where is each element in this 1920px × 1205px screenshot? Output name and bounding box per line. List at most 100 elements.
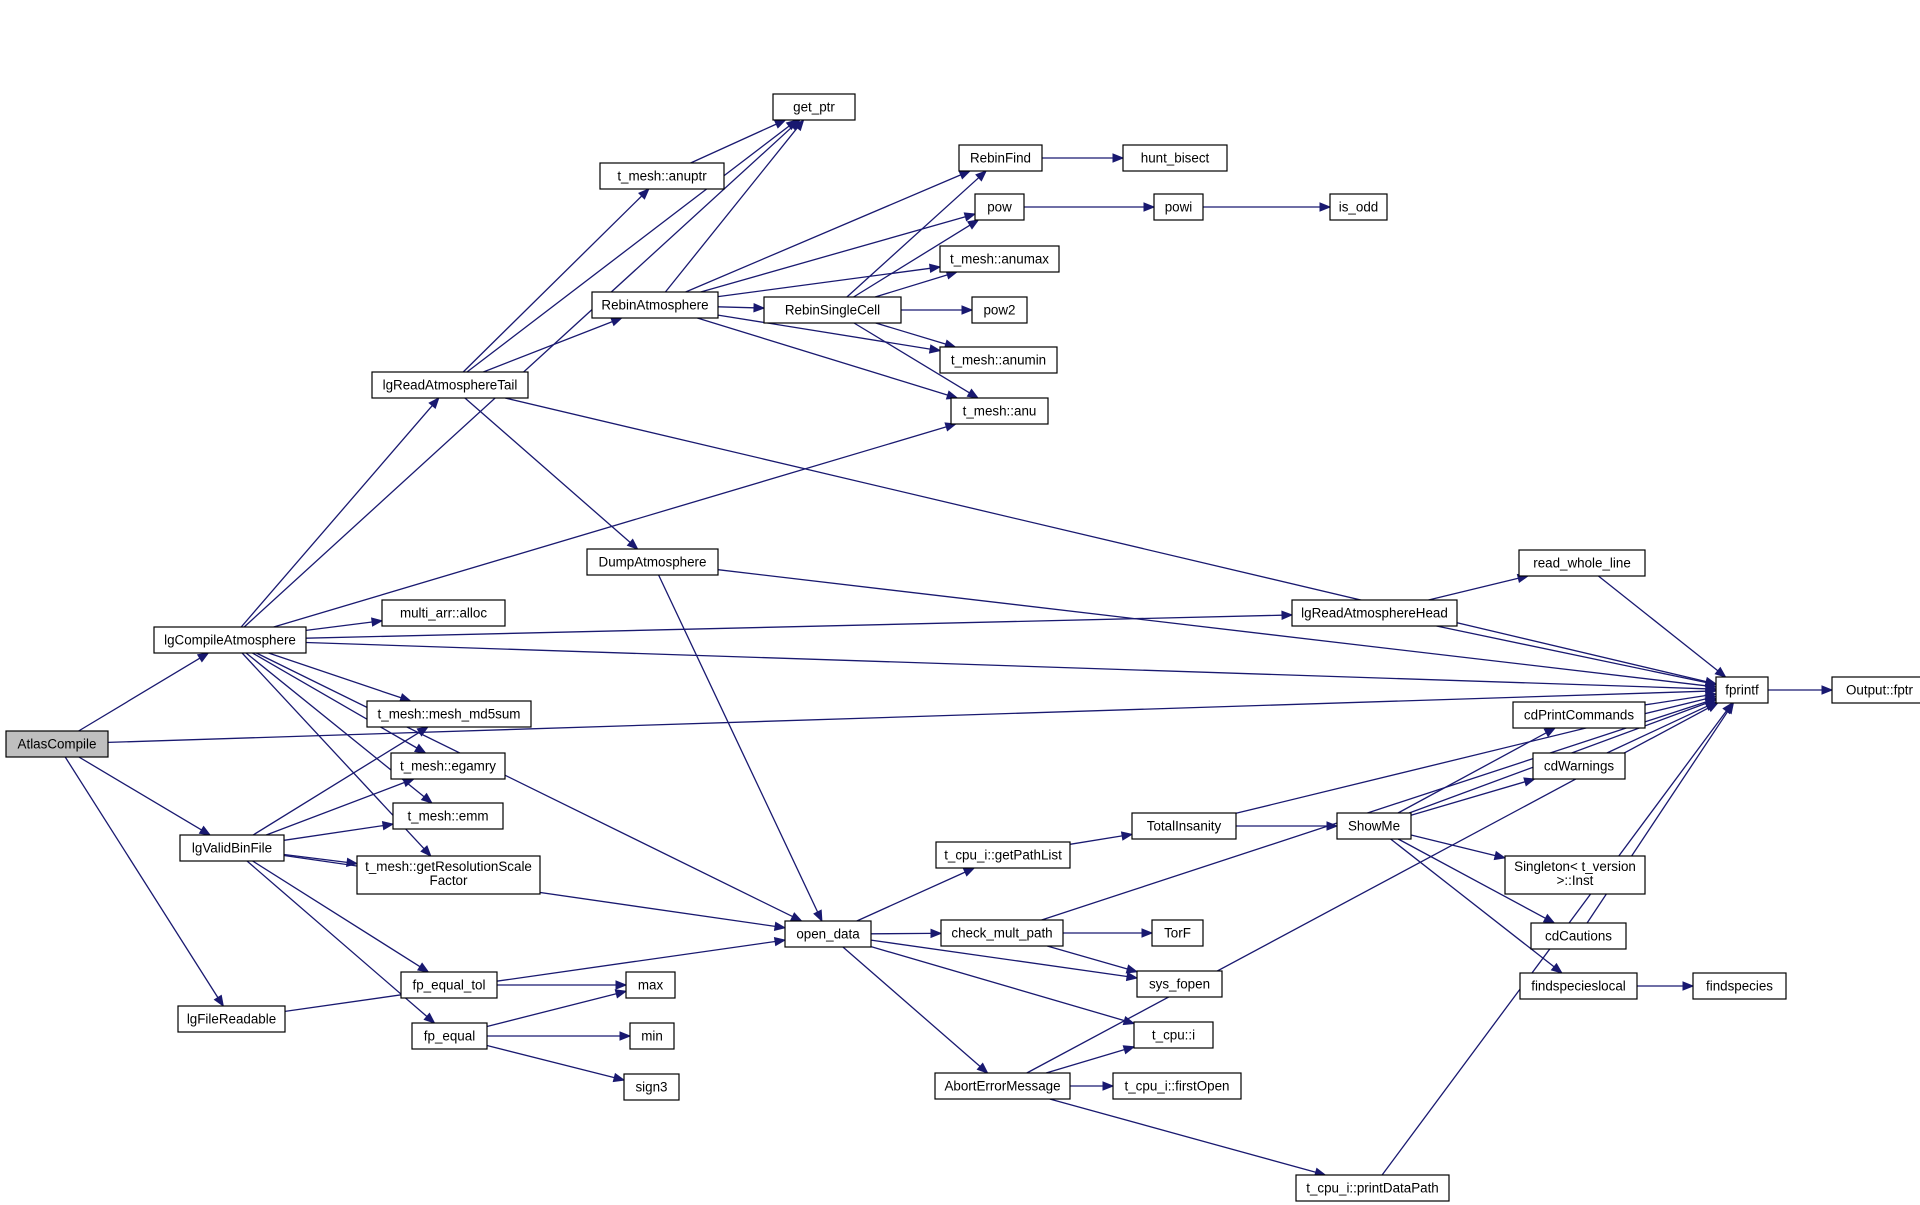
node-lgreadatmospheretail[interactable]: lgReadAtmosphereTail (371, 371, 529, 399)
node-pow2[interactable]: pow2 (971, 296, 1028, 324)
node-box (934, 1072, 1071, 1100)
node-anuptr[interactable]: t_mesh::anuptr (599, 162, 725, 190)
edge-fp-equal-to-sign3 (486, 1044, 626, 1083)
arrowhead-icon (381, 821, 395, 831)
node-anumin[interactable]: t_mesh::anumin (939, 346, 1058, 374)
arrowhead-icon (1122, 1045, 1136, 1055)
edge-line (256, 652, 793, 918)
node-box (1518, 549, 1646, 577)
edge-lgcompileatmosphere-to-md5 (268, 652, 412, 703)
node-label: t_cpu_i::getPathList (944, 848, 1062, 863)
node-open-data[interactable]: open_data (784, 920, 872, 948)
edge-line (1428, 577, 1519, 601)
node-cdprintcommands[interactable]: cdPrintCommands (1512, 701, 1646, 729)
arrowhead-icon (773, 921, 787, 931)
node-dumpatmosphere[interactable]: DumpAtmosphere (586, 548, 719, 576)
node-lgcompileatmosphere[interactable]: lgCompileAtmosphere (153, 626, 307, 654)
node-hunt-bisect[interactable]: hunt_bisect (1122, 144, 1228, 172)
node-label: cdCautions (1545, 929, 1612, 944)
node-min[interactable]: min (629, 1022, 675, 1050)
node-t-cpu-i[interactable]: t_cpu::i (1133, 1021, 1214, 1049)
edge-cdprintcommands-to-fprintf (1644, 690, 1718, 706)
arrowhead-icon (1704, 677, 1718, 688)
arrowhead-icon (420, 792, 433, 804)
node-read-whole-line[interactable]: read_whole_line (1518, 549, 1646, 577)
node-lgreadatmospherehead[interactable]: lgReadAtmosphereHead (1291, 599, 1458, 627)
node-cdcautions[interactable]: cdCautions (1530, 922, 1627, 950)
node-rebinatmosphere[interactable]: RebinAtmosphere (591, 291, 719, 319)
edge-lgcompileatmosphere-to-alloc (305, 617, 384, 632)
node-is-odd[interactable]: is_odd (1329, 193, 1388, 221)
node-fptr[interactable]: Output::fptr (1831, 676, 1920, 704)
node-singleton[interactable]: Singleton< t_version>::Inst (1504, 855, 1646, 895)
node-box (939, 346, 1058, 374)
node-anumax[interactable]: t_mesh::anumax (939, 245, 1060, 273)
node-aborterrormessage[interactable]: AbortErrorMessage (934, 1072, 1071, 1100)
node-powi[interactable]: powi (1153, 193, 1204, 221)
edge-lgvalidbinfile-to-egamry (265, 778, 416, 836)
node-get-ptr[interactable]: get_ptr (772, 93, 856, 121)
node-label: lgCompileAtmosphere (164, 633, 296, 648)
node-anu[interactable]: t_mesh::anu (950, 397, 1049, 425)
edge-line (1069, 835, 1123, 845)
node-emm[interactable]: t_mesh::emm (392, 802, 504, 830)
node-findspecieslocal[interactable]: findspecieslocal (1519, 972, 1638, 1000)
node-getpathlist[interactable]: t_cpu_i::getPathList (935, 841, 1071, 869)
edge-fp-equal-to-min (487, 1031, 632, 1041)
node-pow[interactable]: pow (974, 193, 1025, 221)
node-box (1831, 676, 1920, 704)
node-atlascompile[interactable]: AtlasCompile (5, 730, 109, 758)
node-label: open_data (796, 927, 860, 942)
node-lgvalidbinfile[interactable]: lgValidBinFile (179, 834, 285, 862)
node-alloc[interactable]: multi_arr::alloc (381, 599, 506, 627)
node-label-line: t_mesh::getResolutionScale (365, 859, 532, 874)
node-label: fprintf (1725, 683, 1759, 698)
edge-lgreadatmospheretail-to-anuptr (462, 188, 650, 373)
node-max[interactable]: max (625, 971, 676, 999)
node-cdwarnings[interactable]: cdWarnings (1532, 752, 1626, 780)
node-label-line: >::Inst (1557, 873, 1594, 888)
node-lgfilereadable[interactable]: lgFileReadable (177, 1005, 286, 1033)
arrowhead-icon (423, 1012, 436, 1024)
node-sign3[interactable]: sign3 (623, 1073, 680, 1101)
node-label: t_cpu::i (1152, 1028, 1195, 1043)
edge-read-whole-line-to-fprintf (1597, 575, 1727, 678)
node-label: t_mesh::anumin (951, 353, 1046, 368)
node-egamry[interactable]: t_mesh::egamry (390, 752, 506, 780)
edge-line (1644, 694, 1707, 706)
edge-line (1410, 781, 1526, 816)
node-label: Output::fptr (1846, 683, 1914, 698)
node-sys-fopen[interactable]: sys_fopen (1136, 970, 1223, 998)
node-findspecies[interactable]: findspecies (1692, 972, 1787, 1000)
node-check-mult-path[interactable]: check_mult_path (940, 919, 1064, 947)
node-firstopen[interactable]: t_cpu_i::firstOpen (1112, 1072, 1242, 1100)
edge-rebinsinglecell-to-anumin (875, 322, 957, 349)
edge-line (78, 756, 202, 831)
edge-rebinfind-to-hunt-bisect (1042, 153, 1125, 163)
edge-lgfilereadable-to-open-data (284, 936, 787, 1013)
node-rebinsinglecell[interactable]: RebinSingleCell (763, 296, 902, 324)
edge-line (842, 946, 981, 1067)
node-fp-equal-tol[interactable]: fp_equal_tol (400, 971, 498, 999)
arrowhead-icon (1722, 701, 1734, 715)
edge-rebinsinglecell-to-rebinfind (846, 170, 988, 298)
node-torf[interactable]: TorF (1151, 919, 1204, 947)
edge-line (305, 641, 1707, 690)
node-md5[interactable]: t_mesh::mesh_md5sum (366, 700, 532, 728)
node-totalinsanity[interactable]: TotalInsanity (1131, 812, 1237, 840)
edge-dumpatmosphere-to-fprintf (717, 569, 1718, 691)
arrowhead-icon (1125, 971, 1139, 982)
edge-line (283, 853, 348, 864)
node-fp-equal[interactable]: fp_equal (411, 1022, 488, 1050)
node-printdatapath[interactable]: t_cpu_i::printDataPath (1295, 1174, 1450, 1202)
node-showme[interactable]: ShowMe (1336, 812, 1412, 840)
node-box (1133, 1021, 1214, 1049)
node-box (599, 162, 725, 190)
arrowhead-icon (638, 188, 650, 200)
node-fprintf[interactable]: fprintf (1715, 676, 1769, 704)
node-rebinfind[interactable]: RebinFind (958, 144, 1043, 172)
edge-aborterrormessage-to-printdatapath (1049, 1098, 1327, 1177)
edge-line (870, 939, 1128, 978)
edge-line (853, 322, 970, 394)
